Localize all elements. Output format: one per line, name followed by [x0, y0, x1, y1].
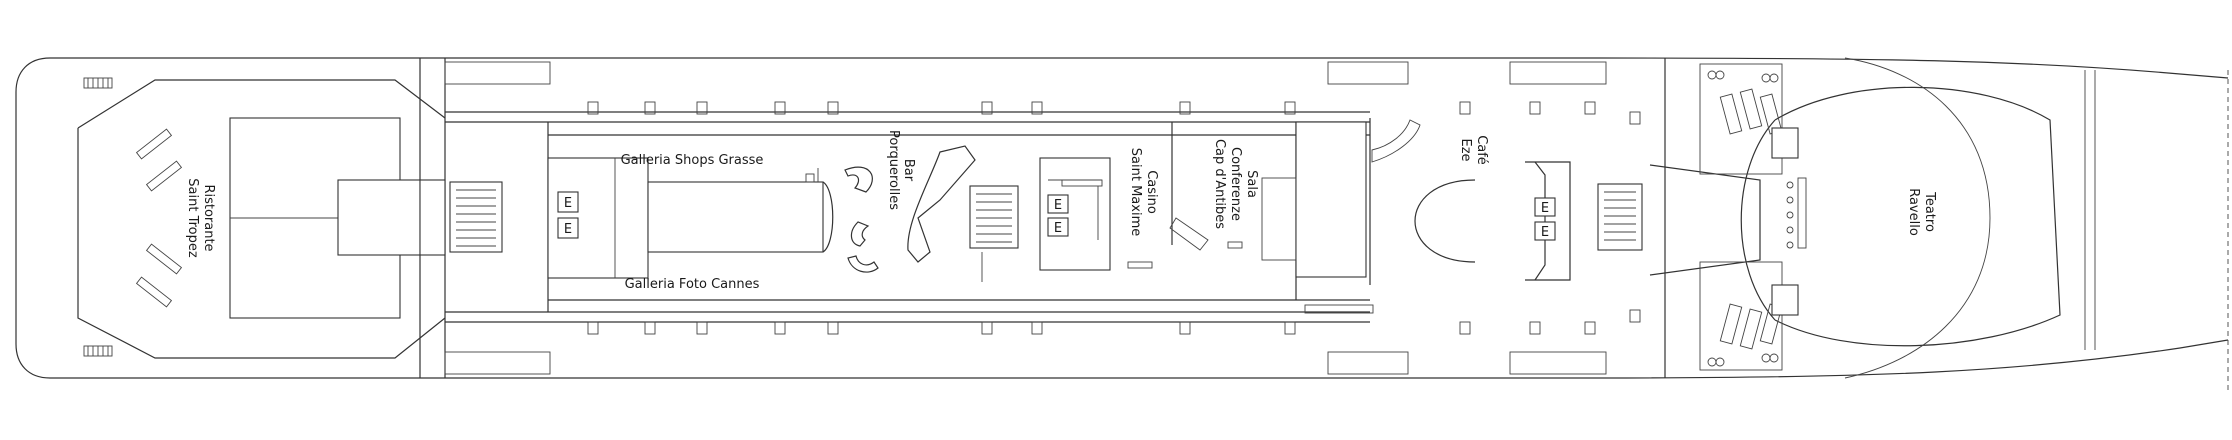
restaurant-label: Ristorante	[201, 184, 216, 251]
stair-icon	[83, 77, 113, 89]
staircase	[1597, 183, 1643, 251]
casino-label: Saint Maxime	[1128, 148, 1143, 236]
theatre-label: Ravello	[1906, 188, 1921, 236]
svg-text:E: E	[1541, 225, 1549, 240]
bar-label: Porquerolles	[886, 130, 901, 210]
svg-text:E: E	[1541, 201, 1549, 216]
galleria-foto-label: Galleria Foto Cannes	[625, 277, 760, 292]
conference-label: Conferenze	[1228, 147, 1243, 221]
hull-outline	[15, 57, 2229, 390]
svg-text:E: E	[1054, 198, 1062, 213]
bar-area	[844, 145, 1019, 282]
elevator-icon: E	[1047, 194, 1069, 214]
svg-text:E: E	[564, 196, 572, 211]
svg-text:E: E	[564, 222, 572, 237]
casino-area	[1039, 157, 1153, 271]
table-icon	[135, 128, 183, 308]
cafe-area	[1369, 118, 1571, 285]
pillar-row-top	[587, 101, 1641, 125]
galleria-area	[547, 157, 834, 279]
elevator-icon: E	[557, 191, 579, 213]
corridor-walls	[445, 111, 1370, 323]
galleria-shops-label: Galleria Shops Grasse	[621, 153, 764, 168]
theatre-label: Teatro	[1922, 191, 1937, 232]
window-bays	[444, 61, 1641, 375]
casino-label: Casino	[1144, 170, 1159, 214]
restaurant-area: Ristorante Saint Tropez	[77, 58, 446, 378]
bar-label: Bar	[901, 159, 916, 182]
restaurant-label: Saint Tropez	[185, 178, 200, 258]
cafe-label: Café	[1474, 135, 1489, 165]
cafe-label: Eze	[1458, 138, 1473, 161]
elevator-icon: E	[1534, 221, 1556, 241]
pillar-row-bottom	[587, 309, 1641, 335]
theatre-area	[1649, 57, 2061, 379]
elevator-icon: E	[1047, 217, 1069, 237]
elevator-icon: E	[557, 217, 579, 239]
elevator-icon: E	[1534, 197, 1556, 217]
stair-icon	[83, 345, 113, 357]
conference-label: Sala	[1244, 170, 1259, 198]
svg-text:E: E	[1054, 221, 1062, 236]
conference-label: Cap d'Antibes	[1212, 139, 1227, 229]
seating-icon	[1707, 70, 1807, 367]
staircase	[449, 181, 503, 253]
conference-area	[1169, 121, 1367, 300]
